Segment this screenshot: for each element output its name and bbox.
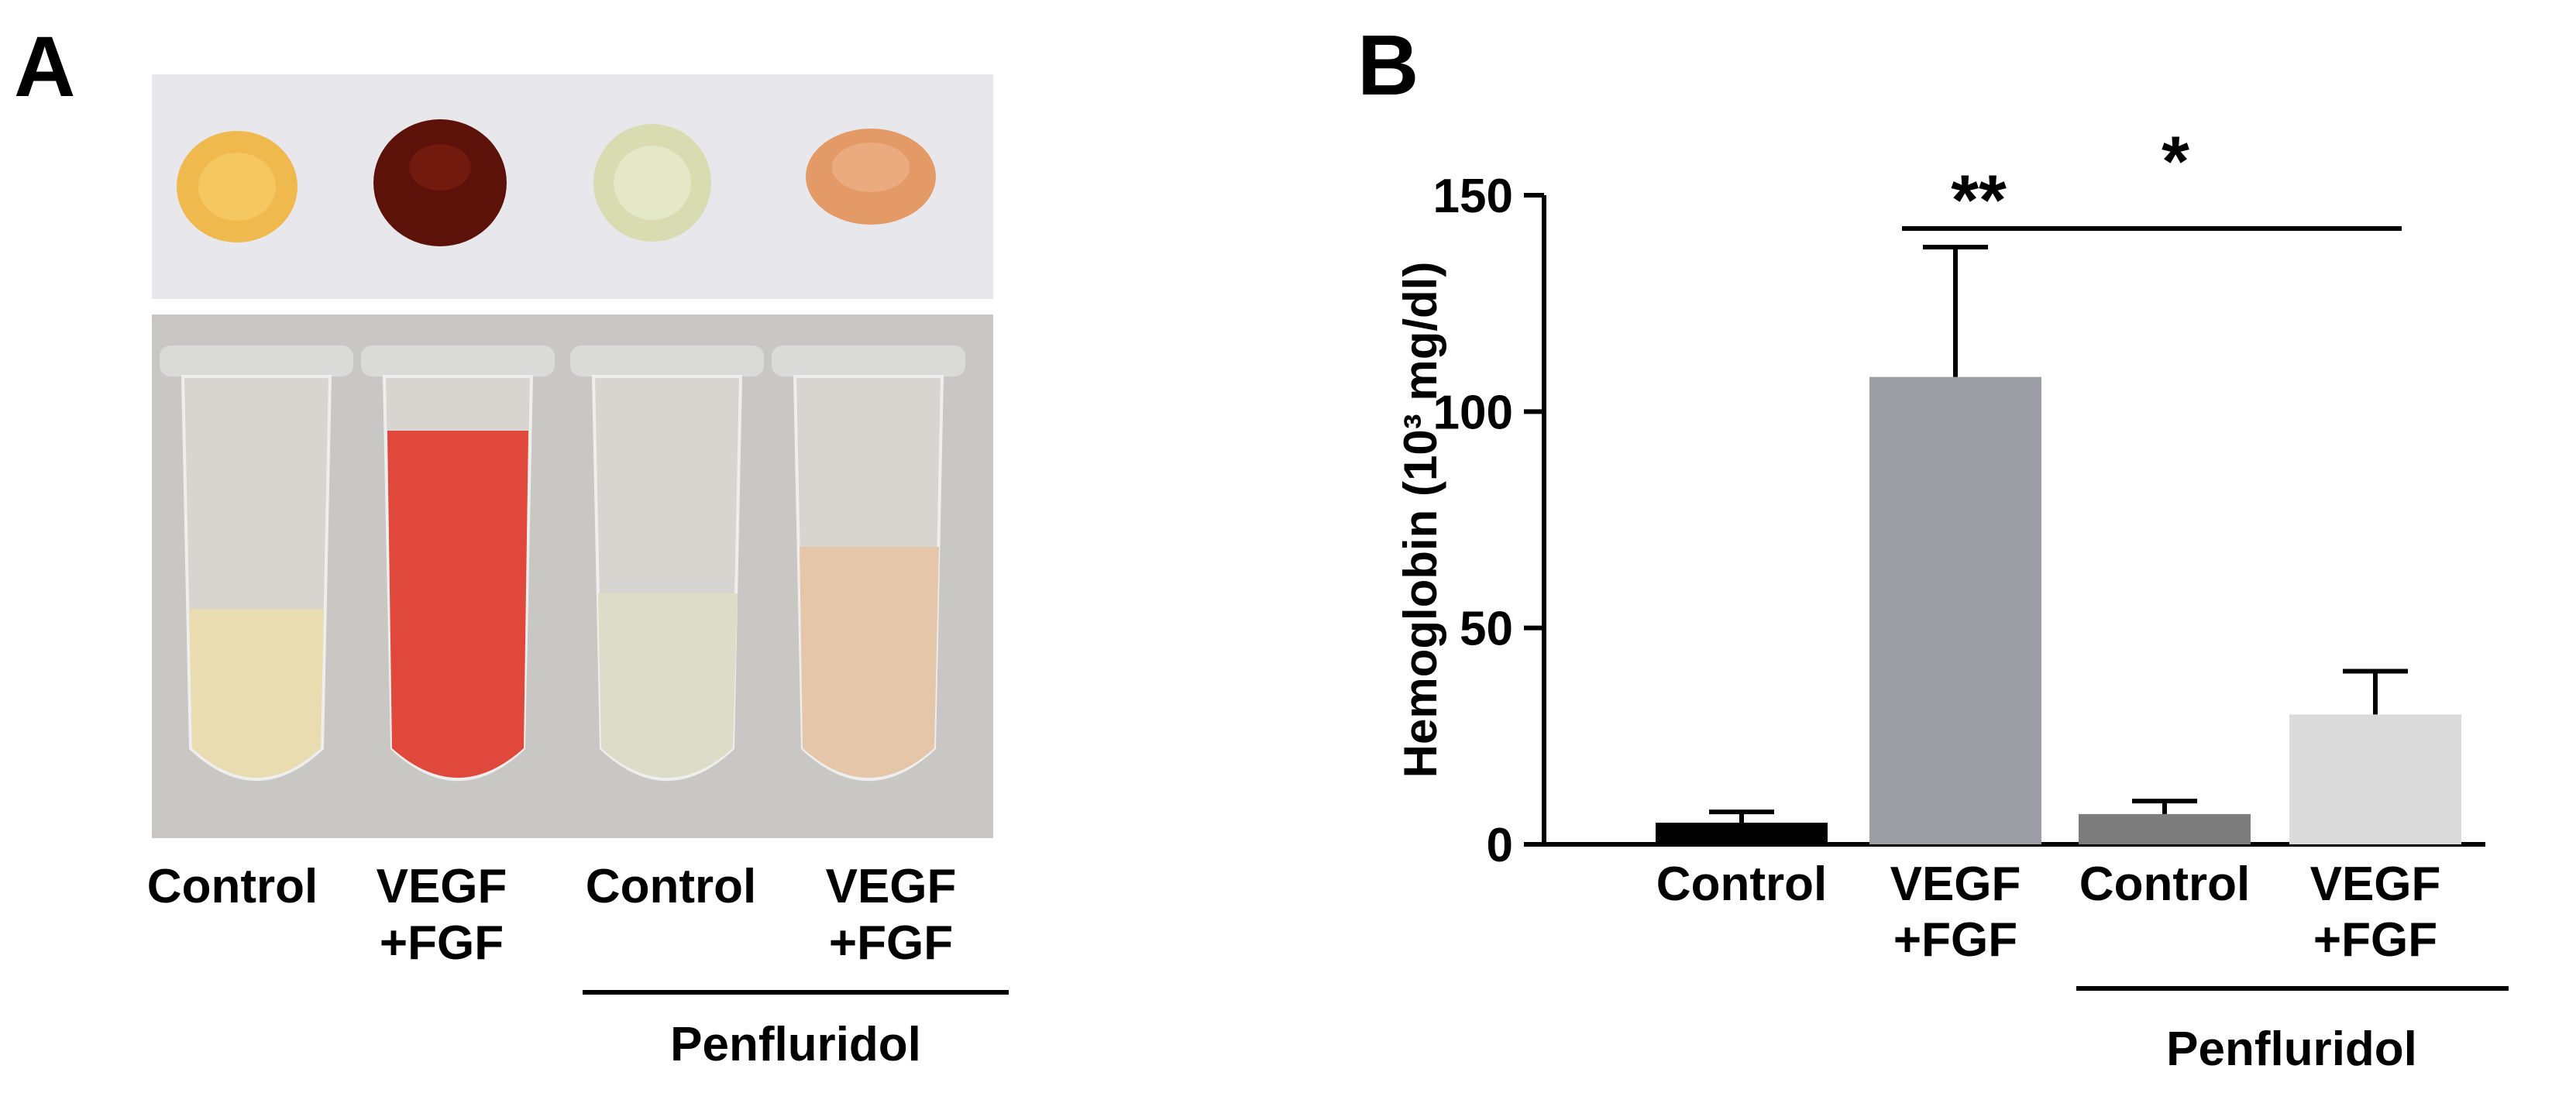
bar xyxy=(2079,813,2251,844)
significance-star: * xyxy=(2162,122,2189,201)
significance-double-star: ** xyxy=(1951,161,2007,240)
penfluridol-label-b: Penfluridol xyxy=(2166,1023,2417,1076)
tube-control xyxy=(160,345,353,781)
tubes-photo xyxy=(152,314,993,838)
caption-a-vegf-fgf: VEGF+FGF xyxy=(376,860,507,971)
panel-b-letter: B xyxy=(1357,18,1419,113)
caption-a-penfluridol-vegf-fgf: VEGF+FGF xyxy=(825,860,957,971)
bar xyxy=(1656,823,1828,844)
x-tick-label: Control xyxy=(2079,858,2250,911)
y-tick-label: 150 xyxy=(1433,170,1513,223)
y-axis-label: Hemoglobin (10³ mg/dl) xyxy=(1395,262,1446,779)
tube-penfluridol-vegf-fgf xyxy=(772,345,965,781)
x-tick-label: VEGF+FGF xyxy=(1890,858,2021,967)
penfluridol-bracket-a xyxy=(583,990,1009,995)
caption-a-control: Control xyxy=(146,860,318,913)
tube-penfluridol-control xyxy=(570,345,764,781)
bar xyxy=(2289,714,2461,844)
y-tick-label: 100 xyxy=(1433,386,1513,439)
x-tick-label: Control xyxy=(1656,858,1827,911)
bar xyxy=(1869,376,2041,844)
panel-a-letter: A xyxy=(14,19,76,115)
x-tick-label: VEGF+FGF xyxy=(2310,858,2441,967)
penfluridol-label-a: Penfluridol xyxy=(670,1018,921,1071)
caption-a-penfluridol-control: Control xyxy=(585,860,757,913)
y-tick-label: 50 xyxy=(1460,603,1513,656)
gel-plugs-photo xyxy=(152,74,993,299)
y-tick-label: 0 xyxy=(1487,819,1513,872)
tube-vegf-fgf xyxy=(361,345,555,781)
